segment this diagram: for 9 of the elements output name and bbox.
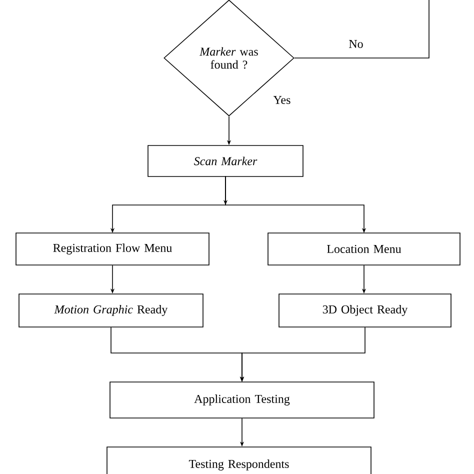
edge-label: Yes xyxy=(272,95,292,105)
process-box: 3D Object Ready xyxy=(278,294,452,328)
process-box: Motion Graphic Ready xyxy=(18,294,204,328)
process-box: Testing Respondents xyxy=(106,446,372,474)
process-box: Scan Marker xyxy=(148,145,304,177)
process-box: Location Menu xyxy=(268,232,460,266)
process-box: Registration Flow Menu xyxy=(16,232,210,266)
edge-label: No xyxy=(348,39,364,49)
process-box: Application Testing xyxy=(110,382,374,418)
